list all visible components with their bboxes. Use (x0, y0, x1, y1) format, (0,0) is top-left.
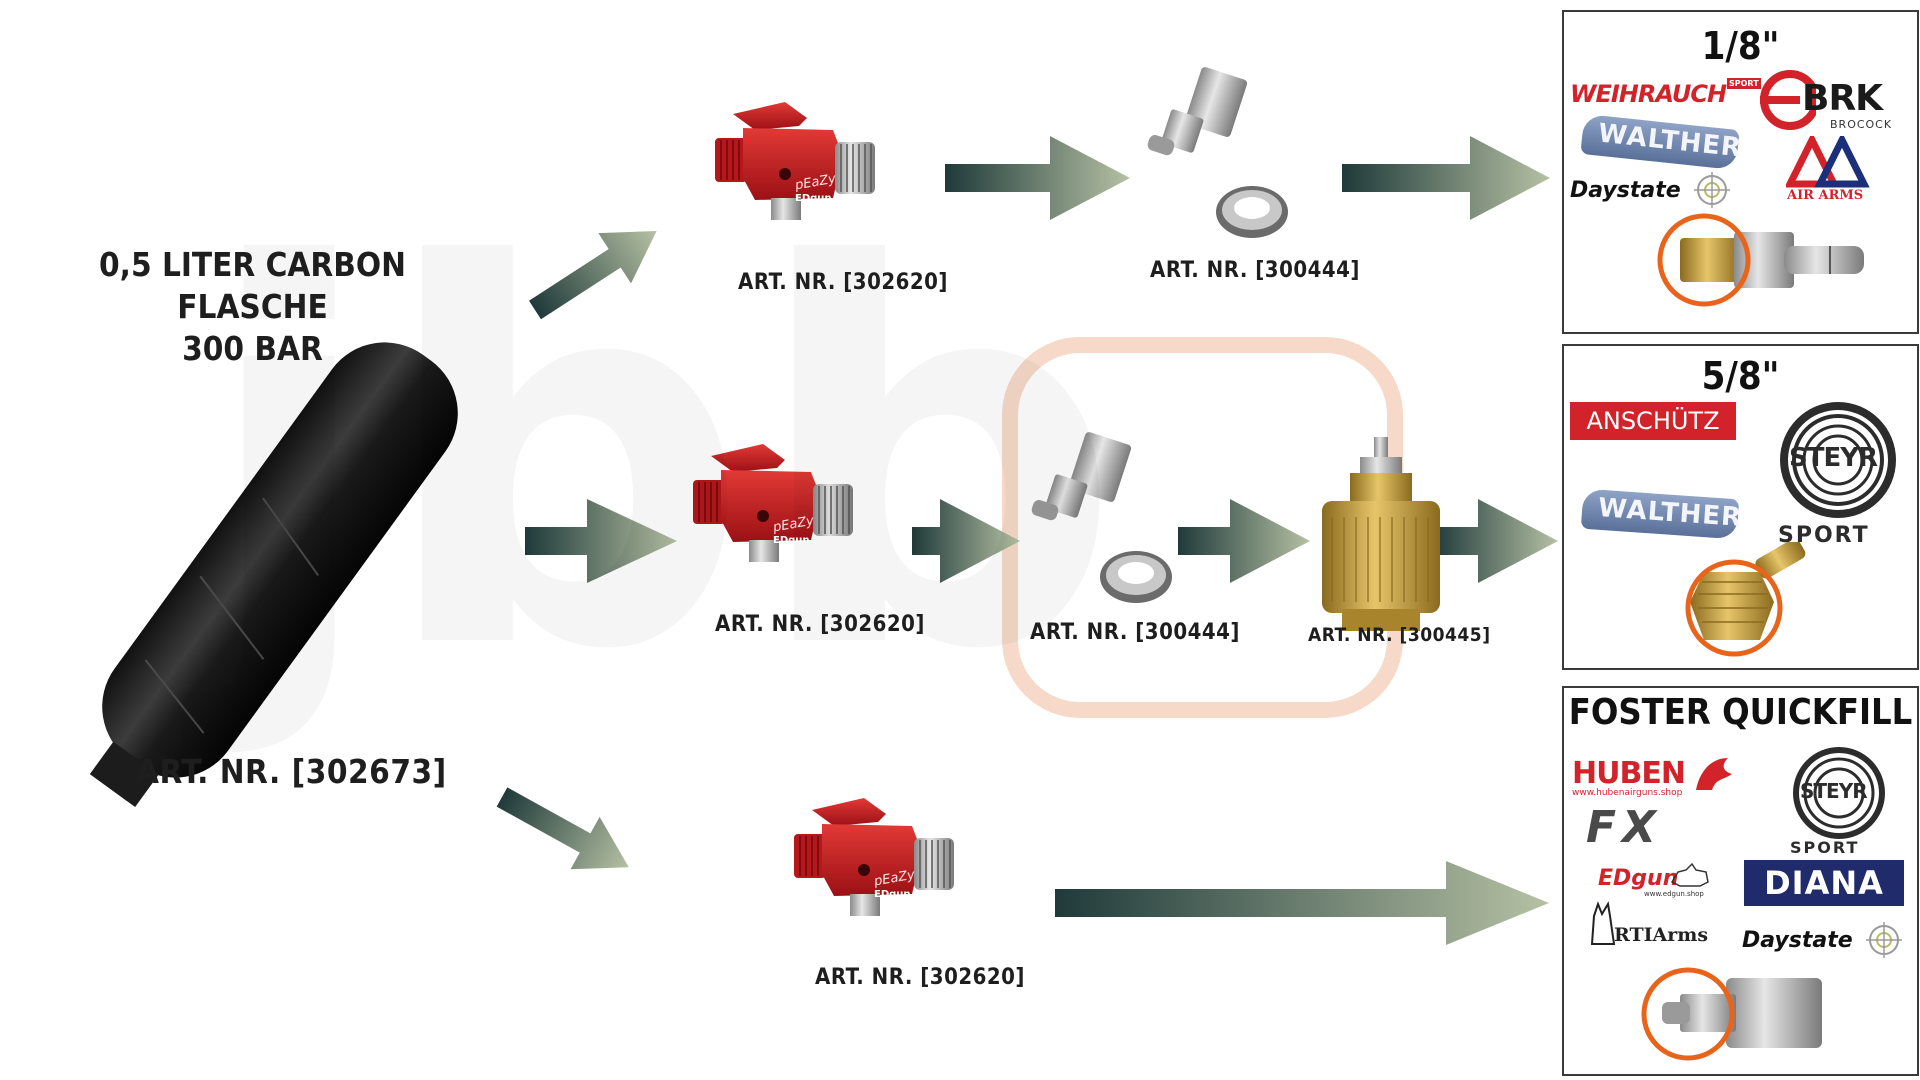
arrow-cyl-to-row3 (496, 787, 629, 870)
arrow-cyl-to-row1 (529, 231, 657, 320)
row1-adapter-art-nr: ART. NR. [300444] (1150, 258, 1360, 283)
daystate-crosshair-icon (1694, 172, 1730, 208)
arrow-row3-valve-to-panel (1055, 861, 1549, 945)
brand-steyr: STEYR (1789, 443, 1878, 473)
rti-lynx-icon (1590, 901, 1616, 945)
panel-1-8-inch: 1/8" WEIHRAUCH SPORT BRK BROCOCK WALTHER… (1562, 10, 1919, 334)
brand-edgun: EDgun (1598, 866, 1679, 891)
brand-weihrauch: WEIHRAUCH (1570, 80, 1727, 108)
brk-logo-icon (1760, 70, 1816, 130)
brand-huben: HUBEN (1572, 756, 1686, 791)
panel-foster-quickfill: FOSTER QUICKFILL HUBEN www.hubenairguns.… (1562, 686, 1919, 1076)
cylinder-title-line2: 300 BAR (182, 329, 323, 368)
cylinder-title-line1: 0,5 LITER CARBON FLASCHE (99, 245, 406, 326)
panel1-heading: 1/8" (1701, 24, 1780, 68)
brand-daystate: Daystate (1742, 928, 1853, 953)
arrow-row2-valve-to-adapter (912, 499, 1020, 583)
brand-steyr-sport: SPORT (1790, 838, 1860, 857)
row1-valve-maker: EDgun (795, 193, 832, 204)
brand-brk: BRK (1802, 78, 1883, 119)
carbon-cylinder (89, 342, 458, 808)
arrow-row2-brass-to-panel (1433, 499, 1558, 583)
steyr-logo-icon (1780, 402, 1896, 518)
row3-valve-maker: EDgun (874, 889, 911, 900)
row1-adapter (1146, 66, 1288, 238)
edgun-dog-icon (1670, 862, 1709, 887)
row2-valve-maker: EDgun (773, 535, 810, 546)
row2-adapter-art-nr: ART. NR. [300444] (1030, 620, 1240, 645)
panel3-connector-photo (1641, 967, 1822, 1061)
row2-brass-art-nr: ART. NR. [300445] (1308, 624, 1491, 646)
steyr-logo-icon (1793, 747, 1885, 839)
arrow-cyl-to-row2 (525, 499, 677, 583)
cylinder-art-nr: ART. NR. [302673] (136, 752, 447, 791)
panel3-highlight-circle (1641, 967, 1735, 1061)
cylinder-title: 0,5 LITER CARBON FLASCHE 300 BAR (40, 244, 465, 370)
brand-weihrauch-sport: SPORT (1727, 78, 1761, 89)
brand-brocock: BROCOCK (1830, 118, 1893, 131)
brand-anschutz: ANSCHÜTZ (1570, 402, 1736, 440)
brand-fx: FX (1586, 802, 1662, 853)
brand-rti-arms: RTIArms (1614, 924, 1709, 946)
panel1-highlight-circle (1657, 213, 1751, 307)
row3-valve-art-nr: ART. NR. [302620] (815, 965, 1025, 990)
huben-dragon-icon (1696, 758, 1732, 790)
brand-steyr: STEYR (1800, 779, 1868, 803)
arrow-row1-adapter-to-panel (1342, 136, 1550, 220)
panel2-connector-photo (1685, 542, 1806, 657)
brand-huben-url: www.hubenairguns.shop (1572, 788, 1683, 798)
arrow-row1-valve-to-adapter (945, 136, 1130, 220)
panel-5-8-inch: 5/8" ANSCHÜTZ STEYR SPORT WALTHER (1562, 344, 1919, 670)
brand-daystate: Daystate (1570, 178, 1681, 203)
brand-diana: DIANA (1744, 860, 1904, 906)
brand-air-arms: AIR ARMS (1787, 188, 1864, 203)
panel2-highlight-circle (1685, 559, 1783, 657)
panel1-connector-photo (1657, 213, 1864, 307)
row2-brass-adapter (1322, 437, 1440, 631)
row1-valve-art-nr: ART. NR. [302620] (738, 270, 948, 295)
air-arms-logo-icon (1786, 136, 1870, 188)
arrow-row2-adapter-to-brass (1178, 499, 1310, 583)
panel2-heading: 5/8" (1701, 354, 1780, 398)
daystate-crosshair-icon (1866, 922, 1902, 958)
panel3-heading: FOSTER QUICKFILL (1568, 692, 1913, 733)
brand-edgun-url: www.edgun.shop (1644, 890, 1704, 898)
row2-valve-art-nr: ART. NR. [302620] (715, 612, 925, 637)
